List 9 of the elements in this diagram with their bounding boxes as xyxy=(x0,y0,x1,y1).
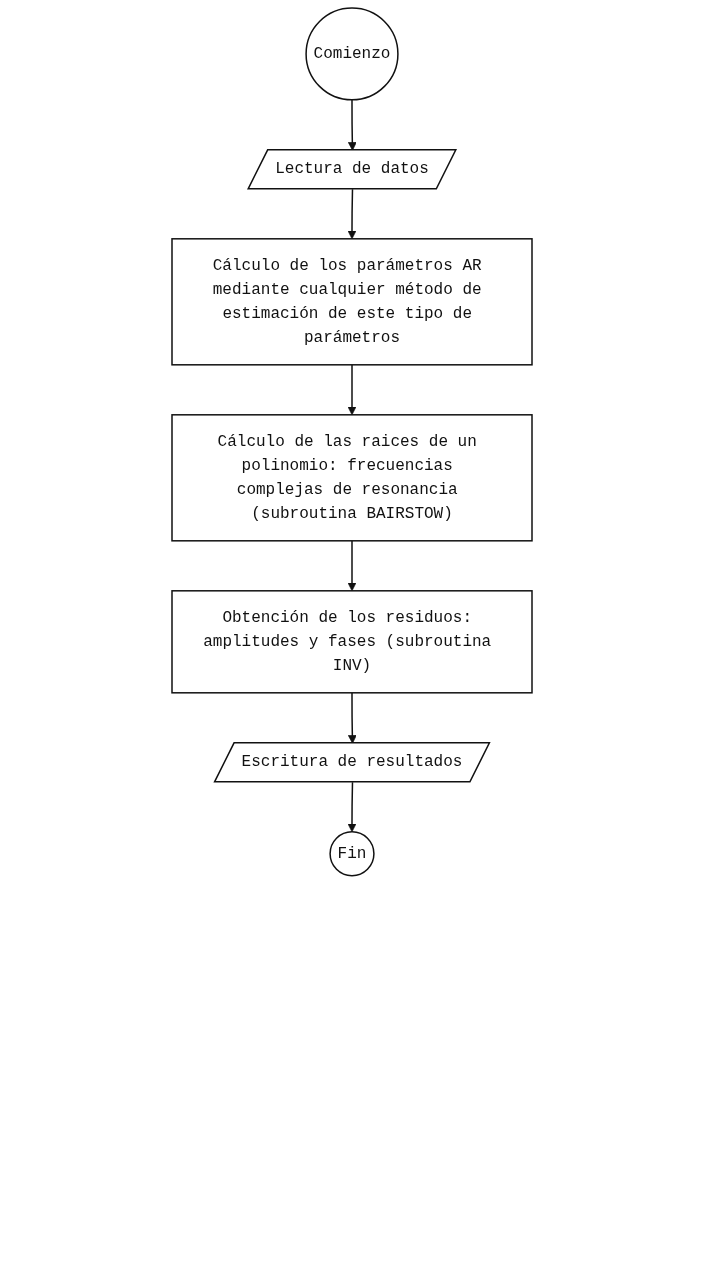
node-box: Cálculo de los parámetros AR mediante cualquier método de estimación de este tipo de parámetros xyxy=(171,238,533,366)
arrow xyxy=(347,188,357,240)
arrow xyxy=(347,364,357,416)
arrow xyxy=(347,540,357,592)
node-circle: Fin xyxy=(329,831,375,877)
node-box: Obtención de los residuos: amplitudes y fases (subroutina INV) xyxy=(171,590,533,694)
node-box: Cálculo de las raices de un polinomio: frecuencias complejas de resonancia (subroutina BAIRSTOW) xyxy=(171,414,533,542)
arrow xyxy=(347,781,357,833)
node-circle: Comienzo xyxy=(305,7,399,101)
